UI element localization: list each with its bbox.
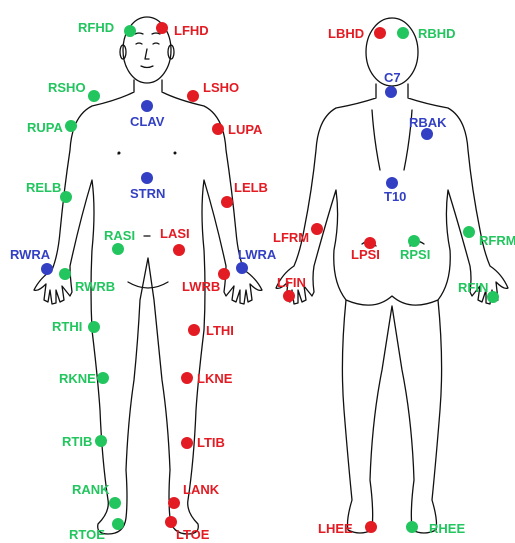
marker-dot-lhee bbox=[365, 521, 377, 533]
marker-dot-lthi bbox=[188, 324, 200, 336]
marker-label-rtib: RTIB bbox=[62, 434, 92, 449]
marker-dot-rwrb bbox=[59, 268, 71, 280]
marker-dot-lsho bbox=[187, 90, 199, 102]
marker-dot-rtoe bbox=[112, 518, 124, 530]
marker-label-lwra: LWRA bbox=[238, 247, 277, 262]
marker-label-lasi: LASI bbox=[160, 226, 190, 241]
marker-label-rfhd: RFHD bbox=[78, 20, 114, 35]
marker-dot-lelb bbox=[221, 196, 233, 208]
marker-dot-lfhd bbox=[156, 22, 168, 34]
marker-label-rasi: RASI bbox=[104, 228, 135, 243]
marker-dot-c7 bbox=[385, 86, 397, 98]
marker-dot-rbhd bbox=[397, 27, 409, 39]
marker-label-lhee: LHEE bbox=[318, 521, 353, 536]
marker-dot-lasi bbox=[173, 244, 185, 256]
marker-dot-rank bbox=[109, 497, 121, 509]
marker-label-rhee: RHEE bbox=[429, 521, 465, 536]
marker-label-lfrm: LFRM bbox=[273, 230, 309, 245]
marker-dot-rsho bbox=[88, 90, 100, 102]
marker-label-rbak: RBAK bbox=[409, 115, 447, 130]
marker-label-c7: C7 bbox=[384, 70, 401, 85]
marker-label-rupa: RUPA bbox=[27, 120, 63, 135]
marker-label-rank: RANK bbox=[72, 482, 110, 497]
marker-label-lthi: LTHI bbox=[206, 323, 234, 338]
marker-label-ltoe: LTOE bbox=[176, 527, 210, 542]
marker-dot-rfhd bbox=[124, 25, 136, 37]
marker-label-lupa: LUPA bbox=[228, 122, 263, 137]
marker-label-clav: CLAV bbox=[130, 114, 165, 129]
marker-label-lwrb: LWRB bbox=[182, 279, 220, 294]
marker-label-lelb: LELB bbox=[234, 180, 268, 195]
marker-dot-lank bbox=[168, 497, 180, 509]
marker-dot-t10 bbox=[386, 177, 398, 189]
marker-label-relb: RELB bbox=[26, 180, 61, 195]
marker-dot-rpsi bbox=[408, 235, 420, 247]
back-spine-lines bbox=[372, 110, 412, 170]
marker-label-rpsi: RPSI bbox=[400, 247, 430, 262]
back-legs-outline bbox=[342, 300, 441, 533]
marker-dot-lfrm bbox=[311, 223, 323, 235]
marker-label-rfrm: RFRM bbox=[479, 233, 515, 248]
marker-dot-rasi bbox=[112, 243, 124, 255]
marker-label-lsho: LSHO bbox=[203, 80, 239, 95]
marker-label-rwra: RWRA bbox=[10, 247, 51, 262]
front-nipple-l bbox=[174, 152, 177, 155]
marker-dot-lbhd bbox=[374, 27, 386, 39]
marker-dot-rthi bbox=[88, 321, 100, 333]
marker-label-lbhd: LBHD bbox=[328, 26, 364, 41]
front-crotch bbox=[128, 282, 168, 288]
marker-label-rkne: RKNE bbox=[59, 371, 96, 386]
marker-label-rfin: RFIN bbox=[458, 280, 488, 295]
marker-label-lkne: LKNE bbox=[197, 371, 233, 386]
marker-dot-lwra bbox=[236, 262, 248, 274]
marker-dot-clav bbox=[141, 100, 153, 112]
marker-dot-lfin bbox=[283, 290, 295, 302]
marker-dot-rwra bbox=[41, 263, 53, 275]
marker-layer: RFHD LFHD RSHO LSHO CLAV RUPA LUPA STRN RELB LELB… bbox=[10, 20, 515, 542]
marker-dot-rhee bbox=[406, 521, 418, 533]
front-nipple-r bbox=[118, 152, 121, 155]
marker-dot-rfrm bbox=[463, 226, 475, 238]
marker-dot-lkne bbox=[181, 372, 193, 384]
front-body-outline bbox=[34, 80, 262, 534]
marker-label-strn: STRN bbox=[130, 186, 165, 201]
marker-label-lank: LANK bbox=[183, 482, 220, 497]
marker-label-rsho: RSHO bbox=[48, 80, 86, 95]
marker-label-rwrb: RWRB bbox=[75, 279, 115, 294]
marker-label-rbhd: RBHD bbox=[418, 26, 456, 41]
marker-dot-strn bbox=[141, 172, 153, 184]
marker-dot-rkne bbox=[97, 372, 109, 384]
marker-label-lpsi: LPSI bbox=[351, 247, 380, 262]
marker-dot-lupa bbox=[212, 123, 224, 135]
marker-dot-ltib bbox=[181, 437, 193, 449]
marker-label-lfin: LFIN bbox=[277, 275, 306, 290]
marker-dot-rupa bbox=[65, 120, 77, 132]
marker-label-t10: T10 bbox=[384, 189, 406, 204]
marker-dot-relb bbox=[60, 191, 72, 203]
marker-dot-rfin bbox=[487, 291, 499, 303]
marker-dot-rtib bbox=[95, 435, 107, 447]
marker-label-ltib: LTIB bbox=[197, 435, 225, 450]
marker-label-lfhd: LFHD bbox=[174, 23, 209, 38]
marker-label-rtoe: RTOE bbox=[69, 527, 105, 542]
front-face bbox=[135, 33, 160, 68]
marker-label-rthi: RTHI bbox=[52, 319, 82, 334]
